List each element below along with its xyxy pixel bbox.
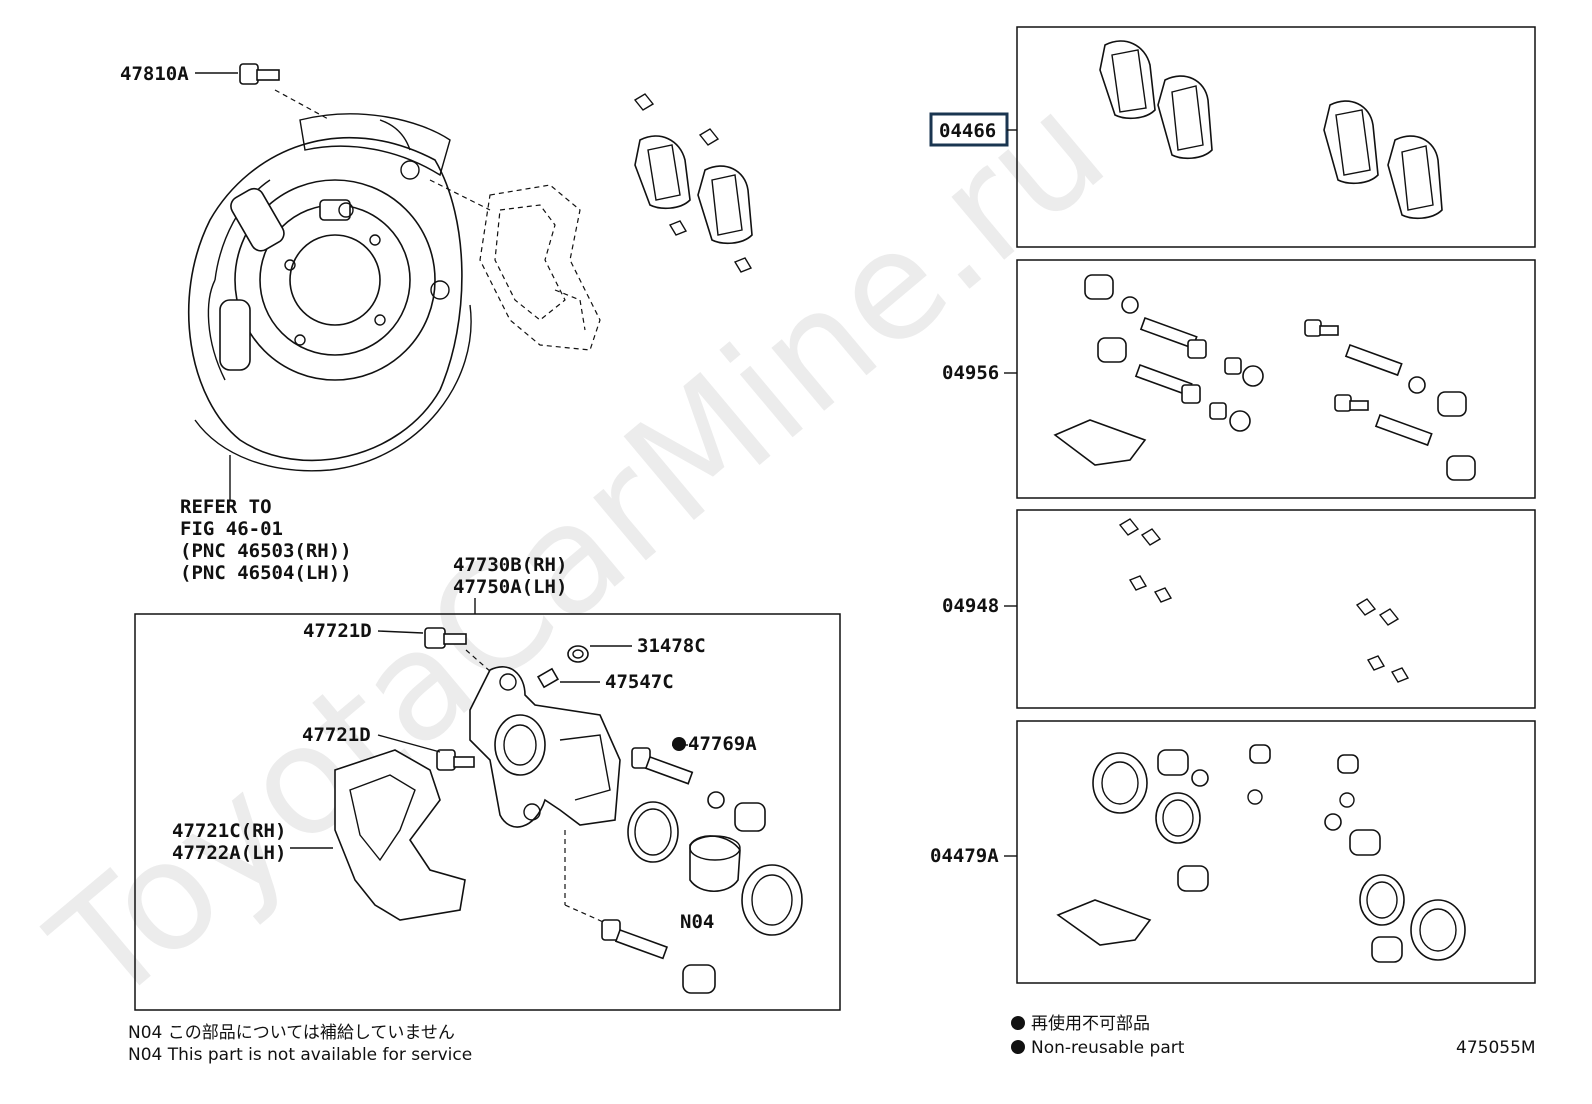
mounting-bracket-drawing: [290, 749, 466, 921]
bolt-47721D-lower-drawing: [377, 734, 475, 771]
label-47730B: 47730B(RH): [453, 554, 567, 576]
seal-kit-drawing: [1056, 744, 1466, 963]
legend-nonreuse-jp: 再使用不可部品: [1031, 1013, 1150, 1034]
diagram-id: 475055M: [1456, 1038, 1536, 1058]
note-n04-jp: N04 この部品については補給していません: [128, 1023, 455, 1043]
label-47721D-lower: 47721D: [302, 724, 371, 746]
label-04948: 04948: [942, 595, 999, 617]
kit-box-04948: [1016, 509, 1536, 709]
label-47750A: 47750A(LH): [453, 576, 567, 598]
label-47547C: 47547C: [605, 671, 674, 693]
refer-to-text: REFER TO: [180, 496, 272, 518]
guide-pin-upper-drawing: [631, 744, 766, 832]
label-04479A: 04479A: [930, 845, 999, 867]
non-reusable-dot: [672, 737, 686, 751]
note-n04-en: N04 This part is not available for servi…: [128, 1045, 472, 1065]
kit-box-04479A: [1016, 720, 1536, 984]
caliper-dashed-outline: [479, 184, 601, 351]
cap-31478C-drawing: [567, 645, 632, 663]
bleeder-47547C-drawing: [536, 667, 600, 689]
legend-nonreuse-en: Non-reusable part: [1031, 1038, 1185, 1058]
label-47769A: 47769A: [688, 733, 757, 755]
piston-and-seals-drawing: [627, 801, 803, 936]
legend-dot-jp: [1011, 1016, 1025, 1030]
kit-box-04466: [1016, 26, 1536, 248]
label-47721C: 47721C(RH): [172, 820, 286, 842]
refer-pnc-rh-text: (PNC 46503(RH)): [180, 540, 352, 562]
kit-box-04956: [1016, 259, 1536, 499]
label-04466: 04466: [939, 120, 996, 142]
pad-kit-drawing: [1099, 40, 1443, 220]
bolt-47810A-drawing: [195, 63, 280, 85]
clip-kit-drawing: [1118, 518, 1410, 683]
caliper-assembly-box: [134, 613, 841, 1011]
refer-pnc-lh-text: (PNC 46504(LH)): [180, 562, 352, 584]
label-N04: N04: [680, 911, 714, 933]
label-47810A: 47810A: [120, 63, 189, 85]
label-47721D-top: 47721D: [303, 620, 372, 642]
caliper-body-drawing: [469, 666, 621, 828]
guide-pin-lower-drawing: [564, 830, 716, 994]
bolt-kit-drawing: [1053, 274, 1476, 481]
legend-dot-en: [1011, 1040, 1025, 1054]
label-47722A: 47722A(LH): [172, 842, 286, 864]
backing-plate-drawing: [187, 89, 491, 500]
label-31478C: 31478C: [637, 635, 706, 657]
top-brake-pads: [633, 93, 753, 273]
refer-fig-text: FIG 46-01: [180, 518, 283, 540]
label-04956: 04956: [942, 362, 999, 384]
bolt-47721D-top-drawing: [377, 627, 501, 681]
